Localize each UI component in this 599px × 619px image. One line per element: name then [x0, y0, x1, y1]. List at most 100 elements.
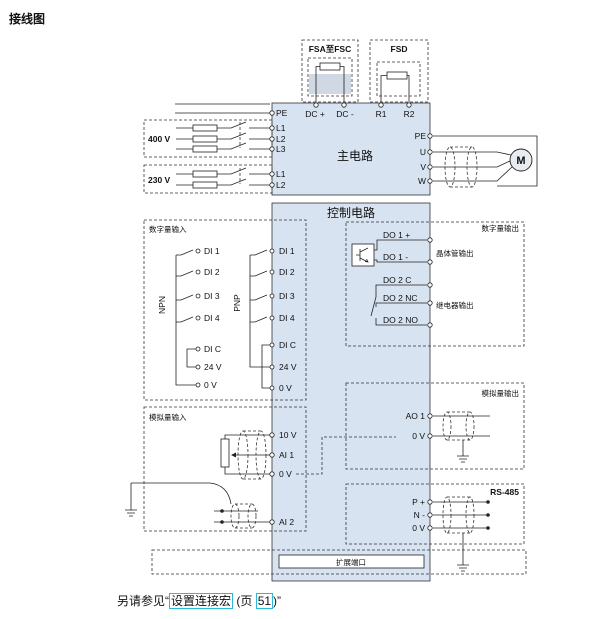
supply-voltage-label: 400 V — [148, 134, 171, 144]
terminal-label-do2-c: DO 2 C — [383, 275, 411, 285]
terminal — [269, 432, 275, 438]
terminal — [269, 248, 275, 254]
wire — [315, 66, 345, 102]
pnp-terminal-di4: DI 4 — [279, 313, 295, 323]
cable-shield — [444, 146, 456, 188]
terminal-label-ai1: AI 1 — [279, 450, 294, 460]
main-circuit-label: 主电路 — [337, 148, 373, 163]
terminal-label-r1: R1 — [376, 109, 387, 119]
rs485-box — [345, 483, 525, 545]
frame-size-label-large: FSD — [391, 44, 408, 54]
cable-shield — [235, 503, 252, 529]
terminal-label-v: V — [420, 162, 426, 172]
terminal-label-ai2: AI 2 — [279, 517, 294, 527]
analog-outputs-label: 模拟量输出 — [482, 388, 520, 398]
terminal — [427, 300, 433, 306]
wire — [175, 103, 270, 114]
wire — [175, 249, 196, 386]
rs485-label: RS-485 — [490, 487, 519, 497]
supply-400v: 400 V L1 L2 L3 — [143, 119, 286, 158]
junction-dot — [220, 520, 224, 524]
resistor-shading — [309, 74, 351, 94]
terminal-label-n-minus: N - — [414, 510, 426, 520]
terminal — [269, 269, 275, 275]
terminal — [427, 433, 433, 439]
npn-terminal-24v: 24 V — [204, 362, 222, 372]
expansion-port-box — [151, 549, 527, 575]
npn-terminal-di2: DI 2 — [204, 267, 220, 277]
motor-icon — [509, 148, 533, 172]
terminal — [195, 269, 201, 275]
pnp-terminal-di3: DI 3 — [279, 291, 295, 301]
terminal — [427, 259, 433, 265]
frame-size-label-small: FSA至FSC — [309, 44, 352, 54]
fuse — [192, 145, 218, 153]
analog-inputs-box — [143, 406, 307, 532]
terminal — [195, 346, 201, 352]
motor-output: PE U V W M — [415, 131, 538, 188]
terminal-label-dc-plus: DC + — [305, 109, 325, 119]
terminal — [406, 102, 412, 108]
terminal-label-rs485-0v: 0 V — [412, 523, 425, 533]
terminal — [269, 182, 275, 188]
digital-outputs: 数字量输出 DO 1 + DO 1 - DO 2 C DO 2 NC DO 2 … — [345, 221, 525, 347]
terminal — [269, 519, 275, 525]
terminal — [195, 248, 201, 254]
terminal — [427, 282, 433, 288]
terminal — [269, 364, 275, 370]
wire — [433, 415, 490, 437]
terminal — [195, 315, 201, 321]
wire — [176, 167, 270, 186]
fuse — [192, 124, 218, 132]
terminal — [269, 342, 275, 348]
terminal — [427, 322, 433, 328]
resistor-enclosure — [307, 57, 353, 97]
terminal-label-r2: R2 — [404, 109, 415, 119]
cable-shield — [243, 430, 261, 480]
terminal — [427, 512, 433, 518]
terminal-label-l2: L2 — [276, 180, 286, 190]
pnp-label: PNP — [232, 294, 242, 312]
terminal — [427, 133, 433, 139]
terminal — [269, 146, 275, 152]
terminal-label-dc-minus: DC - — [336, 109, 354, 119]
page-number-link[interactable]: 51 — [255, 593, 274, 609]
terminal-label-l1: L1 — [276, 123, 286, 133]
cable-shield — [447, 411, 470, 441]
braking-resistor-fsd: FSD — [369, 39, 429, 103]
cable-shield — [466, 146, 478, 188]
npn-terminal-di1: DI 1 — [204, 246, 220, 256]
supply-voltage-label: 230 V — [148, 175, 171, 185]
connection-macro-link[interactable]: 设置连接宏 — [169, 593, 234, 609]
terminal-label-p-plus: P + — [412, 497, 425, 507]
transistor-symbol — [356, 247, 369, 263]
terminal — [269, 452, 275, 458]
terminal-label-l1: L1 — [276, 169, 286, 179]
terminal-label-do1-minus: DO 1 - — [383, 252, 408, 262]
npn-terminal-dic: DI C — [204, 344, 221, 354]
junction-dot — [486, 500, 490, 504]
ground-icon — [457, 533, 469, 572]
terminal — [313, 102, 319, 108]
terminal — [269, 110, 275, 116]
terminal-label-do1-plus: DO 1 + — [383, 230, 410, 240]
terminal-label-ao-0v: 0 V — [412, 431, 425, 441]
fuse — [192, 135, 218, 143]
terminal — [269, 293, 275, 299]
motor-label: M — [516, 155, 525, 167]
terminal — [427, 164, 433, 170]
expansion-port: 扩展端口 — [151, 549, 527, 575]
digital-inputs-label: 数字量输入 — [149, 224, 187, 234]
pnp-terminal-di1: DI 1 — [279, 246, 295, 256]
digital-outputs-label: 数字量输出 — [482, 223, 520, 233]
pnp-terminal-dic: DI C — [279, 340, 296, 350]
analog-outputs-box — [345, 382, 525, 470]
terminal-label-do2-nc: DO 2 NC — [383, 293, 417, 303]
see-also-prefix: 另请参见“ — [117, 594, 169, 608]
terminal-label-l2: L2 — [276, 134, 286, 144]
cable-shield — [447, 496, 470, 534]
wiper-arrow-icon — [231, 452, 236, 458]
terminal — [269, 315, 275, 321]
ground-icon — [125, 482, 232, 517]
